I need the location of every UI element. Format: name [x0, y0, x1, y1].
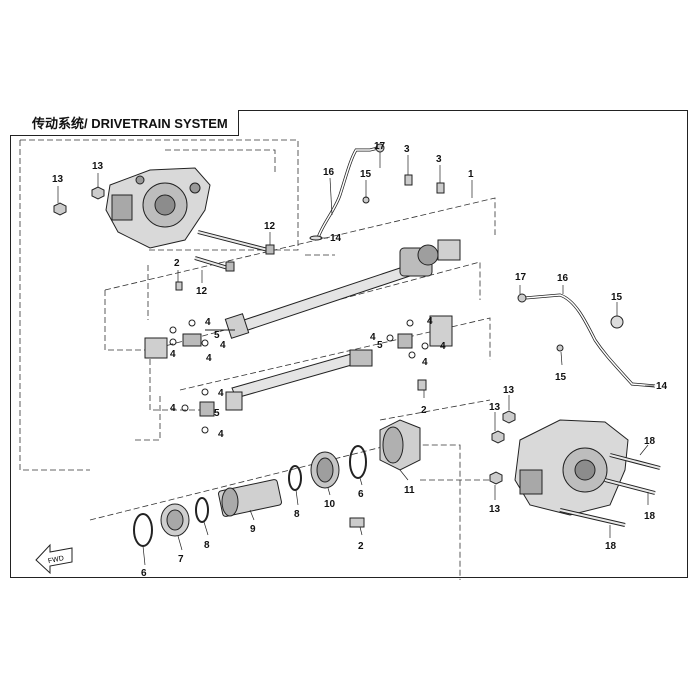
callout-11: 11: [404, 485, 415, 496]
callout-12: 12: [264, 221, 276, 232]
callout-14: 14: [656, 381, 668, 392]
sleeve-7: [160, 503, 190, 537]
callout-15: 15: [360, 169, 372, 180]
callout-4: 4: [170, 349, 176, 360]
callout-4: 4: [440, 341, 446, 352]
breather-hose-rear: [517, 293, 656, 388]
callout-numbers: 13 13 12 12 2 16 17 15 14 3 3 1 4 4 4 5 …: [52, 141, 668, 579]
boot-10: [310, 451, 340, 489]
callout-12: 12: [196, 286, 208, 297]
callout-18: 18: [605, 541, 617, 552]
callout-13: 13: [489, 504, 501, 515]
callout-4: 4: [370, 332, 376, 343]
callout-4: 4: [218, 388, 224, 399]
nut-13-front: [53, 186, 105, 216]
rear-differential: [514, 419, 629, 516]
callout-17: 17: [515, 272, 527, 283]
callout-8: 8: [294, 509, 300, 520]
output-flange: [379, 419, 421, 471]
u-joint-right: [386, 315, 453, 359]
callout-5: 5: [377, 340, 383, 351]
propeller-shaft-front: [224, 261, 423, 339]
callout-5: 5: [214, 408, 220, 419]
callout-5: 5: [214, 330, 220, 341]
callout-15: 15: [555, 372, 567, 383]
callout-4: 4: [427, 316, 433, 327]
breather-hose-top: [309, 143, 385, 241]
u-joint-left: [144, 319, 235, 359]
callout-4: 4: [170, 403, 176, 414]
callout-6: 6: [141, 568, 147, 579]
snap-ring-8-right: [288, 465, 302, 491]
callout-2: 2: [421, 405, 427, 416]
callout-15: 15: [611, 292, 623, 303]
callout-3: 3: [404, 144, 410, 155]
bolt-2-mid: [417, 379, 427, 391]
callout-4: 4: [220, 340, 226, 351]
callout-6: 6: [358, 489, 364, 500]
seal-ring-6-right: [349, 445, 367, 479]
callout-18: 18: [644, 436, 656, 447]
propeller-shaft-mid: [225, 349, 373, 411]
callout-7: 7: [178, 554, 184, 565]
callout-16: 16: [323, 167, 335, 178]
leader-lines: [57, 152, 654, 566]
callout-4: 4: [422, 357, 428, 368]
front-differential: [105, 167, 211, 249]
callout-10: 10: [324, 499, 336, 510]
callout-3: 3: [436, 154, 442, 165]
bolts-3: [404, 174, 445, 194]
callout-8: 8: [204, 540, 210, 551]
callout-16: 16: [557, 273, 569, 284]
bolt-12-upper: [197, 230, 275, 255]
diagram-title: 传动系统/ DRIVETRAIN SYSTEM: [10, 110, 239, 136]
slip-joint-9: [218, 479, 282, 517]
callout-4: 4: [206, 353, 212, 364]
diagram-frame: [10, 110, 688, 578]
callout-2: 2: [358, 541, 364, 552]
callout-14: 14: [330, 233, 342, 244]
callout-18: 18: [644, 511, 656, 522]
callout-13: 13: [92, 161, 104, 172]
fwd-arrow: FWD: [35, 543, 73, 575]
fwd-label: FWD: [48, 555, 65, 565]
snap-ring-8-left: [195, 497, 209, 523]
bolt-12-lower: [194, 256, 235, 272]
center-bearing: [399, 239, 461, 277]
bolt-2-top: [175, 281, 183, 291]
callout-13: 13: [489, 402, 501, 413]
callout-17: 17: [374, 141, 386, 152]
callout-2: 2: [174, 258, 180, 269]
callout-13: 13: [503, 385, 515, 396]
callout-4: 4: [205, 317, 211, 328]
rear-bolts-18: [559, 453, 661, 527]
bolt-2-lower: [349, 517, 365, 528]
seal-ring-6-left: [133, 513, 153, 547]
callout-4: 4: [218, 429, 224, 440]
callout-13: 13: [52, 174, 64, 185]
callout-1: 1: [468, 169, 474, 180]
callout-9: 9: [250, 524, 256, 535]
u-joint-lower: [181, 388, 215, 434]
rear-nuts-13: [489, 410, 516, 485]
